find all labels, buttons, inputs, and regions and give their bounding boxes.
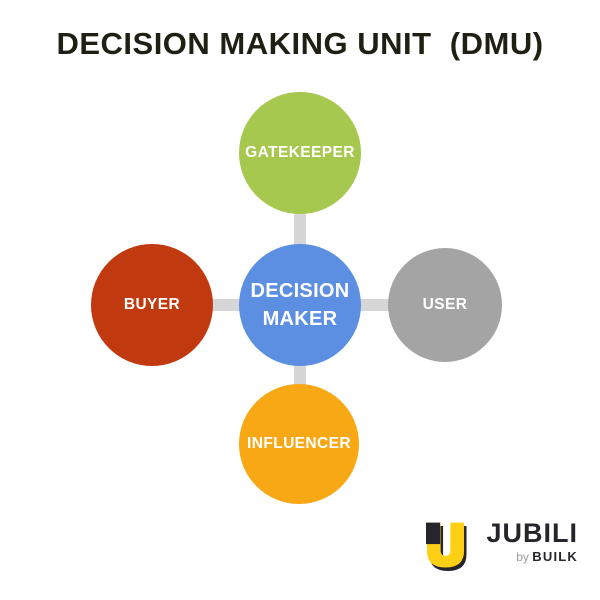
node-user: USER xyxy=(388,248,502,362)
node-decision-maker-label: DECISION MAKER xyxy=(250,280,350,330)
node-influencer: INFLUENCER xyxy=(239,384,359,504)
logo-byline-brand: BUILK xyxy=(532,549,578,564)
logo-text: JUBILI by BUILK xyxy=(486,518,578,564)
jubili-logo: JUBILI by BUILK xyxy=(425,520,578,574)
jubili-u-icon xyxy=(426,522,467,571)
logo-brand-name: JUBILI xyxy=(486,518,578,548)
node-buyer-label: BUYER xyxy=(123,296,181,313)
logo-byline-prefix: by xyxy=(516,550,529,564)
node-influencer-label: INFLUENCER xyxy=(247,435,351,452)
node-user-label: USER xyxy=(422,296,468,313)
page-title: DECISION MAKING UNIT (DMU) xyxy=(56,26,544,61)
node-gatekeeper-label: GATEKEEPER xyxy=(245,144,355,161)
node-decision-maker: DECISION MAKER xyxy=(239,244,361,366)
logo-byline: by BUILK xyxy=(486,550,578,563)
node-buyer: BUYER xyxy=(91,244,213,366)
node-gatekeeper: GATEKEEPER xyxy=(239,92,361,214)
